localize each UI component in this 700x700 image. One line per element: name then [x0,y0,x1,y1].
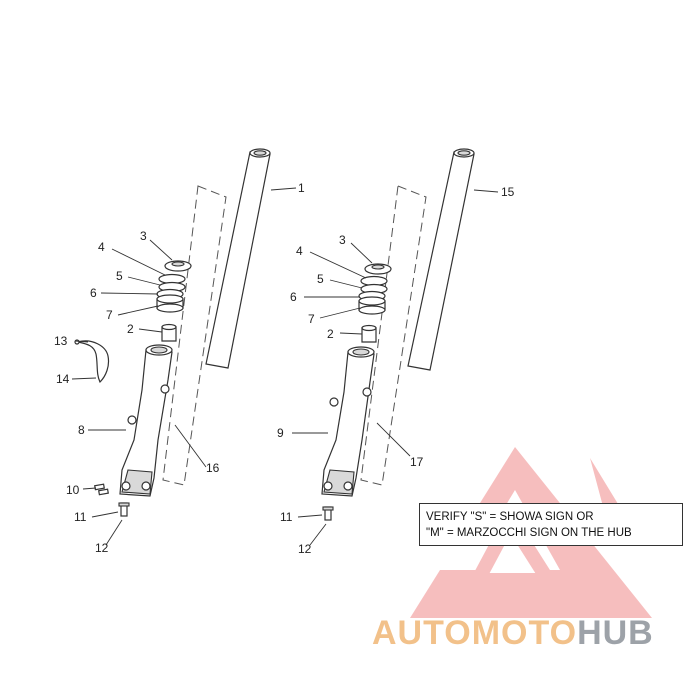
right-alignment-outline [360,185,427,486]
callout-17: 17 [410,455,424,469]
left-fork-assembly: 1 3 4 5 6 7 2 13 14 8 16 10 11 12 [54,148,305,555]
left-fork-tube [205,148,271,369]
callout-4: 4 [98,240,105,254]
note-line-2: "M" = MARZOCCHI SIGN ON THE HUB [426,527,632,539]
right-bolt [322,506,334,521]
callout-11: 11 [74,510,87,524]
callout-4: 4 [296,244,303,258]
callout-2: 2 [327,327,334,341]
callout-5: 5 [116,269,123,283]
note-line-1: VERIFY "S" = SHOWA SIGN OR [426,511,594,523]
callout-5: 5 [317,272,324,286]
right-fork-slider [321,346,375,497]
callout-6: 6 [90,286,97,300]
callout-10: 10 [66,483,80,497]
callout-9: 9 [277,426,284,440]
callout-6: 6 [290,290,297,304]
watermark-text-automoto: AUTOMOTO [372,614,578,652]
callout-7: 7 [308,312,315,326]
watermark-text-hub: HUB [577,614,654,652]
right-seal-cap [364,263,392,275]
callout-13: 13 [54,334,68,348]
callout-1: 1 [298,181,305,195]
callout-15: 15 [501,185,515,199]
left-bolt [118,502,130,517]
right-leader-lines [292,189,499,546]
left-seal-cap [164,260,192,272]
right-fork-assembly: 15 3 4 5 6 7 2 9 17 11 12 [277,148,515,556]
callout-3: 3 [140,229,147,243]
callout-16: 16 [206,461,220,475]
left-alignment-outline [162,185,227,486]
callout-3: 3 [339,233,346,247]
callout-8: 8 [78,423,85,437]
left-bush [161,323,177,342]
left-screws [94,483,109,496]
callout-7: 7 [106,308,113,322]
callout-11: 11 [280,510,293,524]
callout-12: 12 [298,542,312,556]
callout-14: 14 [56,372,70,386]
callout-12: 12 [95,541,109,555]
right-seal-rings [358,275,388,315]
left-seal-rings [156,273,186,313]
note-box: VERIFY "S" = SHOWA SIGN OR "M" = MARZOCC… [419,503,683,546]
right-fork-tube [407,148,475,371]
callout-2: 2 [127,322,134,336]
right-callout-labels: 15 3 4 5 6 7 2 9 17 11 12 [277,185,515,556]
left-cable [74,339,110,384]
left-leader-lines [71,187,297,546]
watermark-text: AUTOMOTOHUB [372,614,654,653]
left-callout-labels: 1 3 4 5 6 7 2 13 14 8 16 10 11 12 [54,181,305,555]
left-fork-slider [119,344,173,497]
right-bush [361,324,377,343]
